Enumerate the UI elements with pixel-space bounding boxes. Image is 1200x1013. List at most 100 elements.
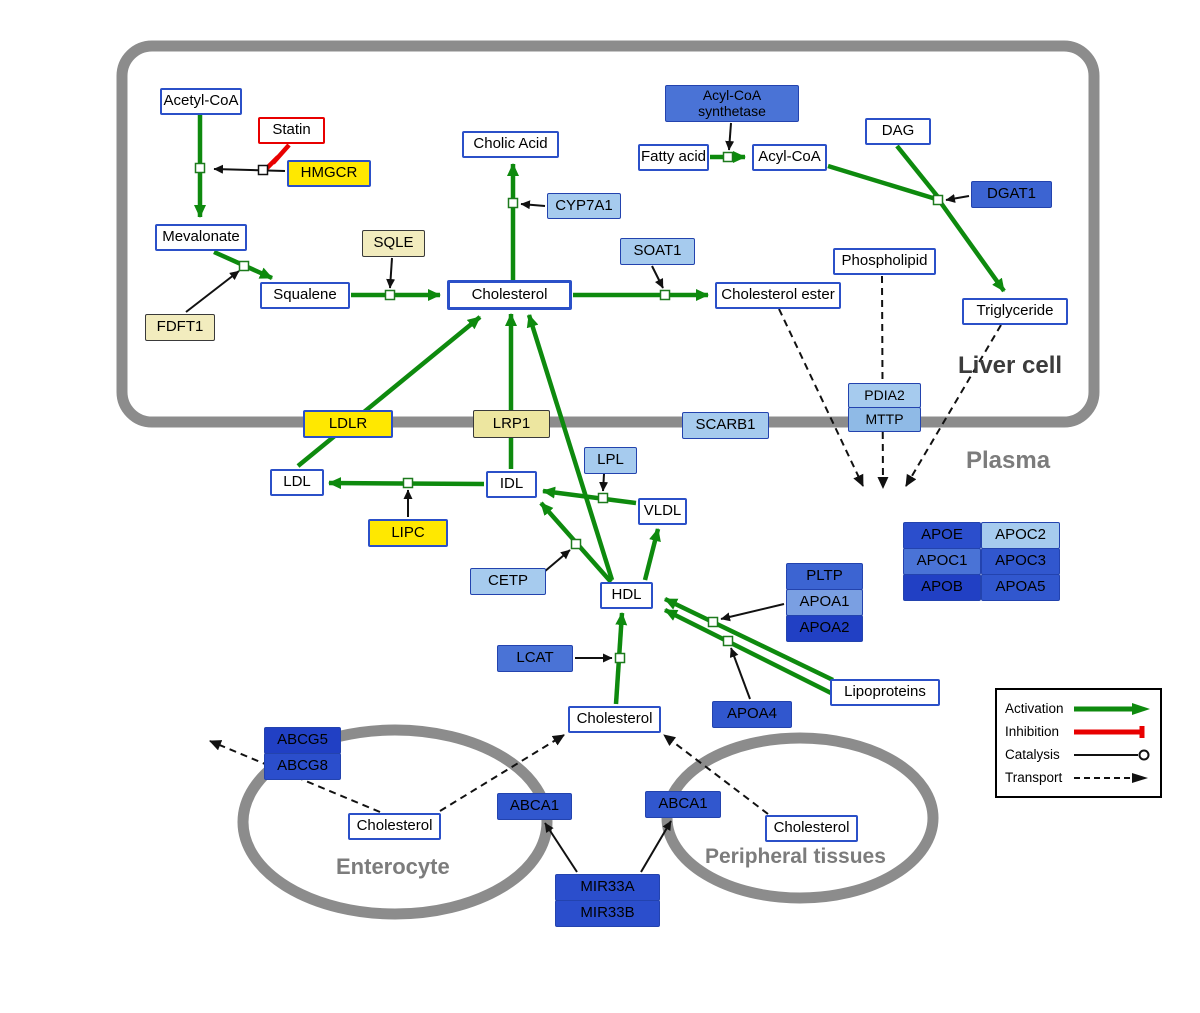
node-acetyl-coa[interactable]: Acetyl-CoA <box>160 88 242 115</box>
node-apoc1[interactable]: APOC1 <box>903 548 981 575</box>
transport-peripheral-abca1-to-plasma-cholesterol <box>663 734 769 815</box>
node-cetp[interactable]: CETP <box>470 568 546 595</box>
node-abcg8[interactable]: ABCG8 <box>264 753 341 780</box>
catalysis-apoa4 <box>729 647 751 700</box>
node-apoa5[interactable]: APOA5 <box>981 574 1060 601</box>
node-dag[interactable]: DAG <box>865 118 931 145</box>
catalysis-fdft1 <box>185 270 240 313</box>
peripheral-tissues-membrane <box>661 732 939 904</box>
node-cholesterol-ester[interactable]: Cholesterol ester <box>715 282 841 309</box>
node-ldlr[interactable]: LDLR <box>303 410 393 438</box>
legend: Activation Inhibition Catalysis Transpor… <box>995 688 1162 798</box>
catalysis-cetp <box>543 549 571 573</box>
node-apoa2[interactable]: APOA2 <box>786 615 863 642</box>
edge-hdl-to-vldl <box>642 528 661 581</box>
transport-cholesterolester-to-plasma <box>778 308 864 487</box>
node-lipc[interactable]: LIPC <box>368 519 448 547</box>
edge-mir33-to-abca1-peripheral <box>640 820 672 873</box>
enterocyte-label: Enterocyte <box>336 854 450 879</box>
node-mir33b[interactable]: MIR33B <box>555 900 660 927</box>
legend-row-transport: Transport <box>1005 766 1152 789</box>
node-cholesterol-plasma[interactable]: Cholesterol <box>568 706 661 733</box>
node-mttp[interactable]: MTTP <box>848 407 921 432</box>
membranes <box>116 40 1100 920</box>
peripheral-tissues-label: Peripheral tissues <box>705 845 886 868</box>
transport-phospholipid-to-plasma <box>877 275 889 489</box>
node-phospholipid[interactable]: Phospholipid <box>833 248 936 275</box>
node-pltp[interactable]: PLTP <box>786 563 863 590</box>
node-triglyceride[interactable]: Triglyceride <box>962 298 1068 325</box>
legend-catalysis-label: Catalysis <box>1005 747 1060 762</box>
node-lipoproteins[interactable]: Lipoproteins <box>830 679 940 706</box>
legend-transport-label: Transport <box>1005 770 1063 785</box>
node-abcg5[interactable]: ABCG5 <box>264 727 341 754</box>
node-apoe[interactable]: APOE <box>903 522 981 549</box>
edge-lipoproteins-to-hdl-lower <box>663 607 833 696</box>
edge-vldl-to-idl <box>542 486 637 506</box>
node-mevalonate[interactable]: Mevalonate <box>155 224 247 251</box>
catalysis-sqle <box>386 257 396 289</box>
edge-hdl-to-cholesterol <box>526 314 615 581</box>
reaction-lipoproteins-hdl-lower <box>722 635 734 647</box>
node-mir33a[interactable]: MIR33A <box>555 874 660 901</box>
node-statin[interactable]: Statin <box>258 117 325 144</box>
node-dgat1[interactable]: DGAT1 <box>971 181 1052 208</box>
catalysis-acylcoa-synthetase <box>725 122 735 151</box>
node-scarb1[interactable]: SCARB1 <box>682 412 769 439</box>
transport-dashed-arrow-icon <box>1074 772 1148 783</box>
node-acyl-coa-synthetase[interactable]: Acyl-CoA synthetase <box>665 85 799 122</box>
node-vldl[interactable]: VLDL <box>638 498 687 525</box>
node-cholic-acid[interactable]: Cholic Acid <box>462 131 559 158</box>
node-pdia2[interactable]: PDIA2 <box>848 383 921 408</box>
edge-lipoproteins-to-hdl-upper <box>664 596 834 683</box>
node-idl[interactable]: IDL <box>486 471 537 498</box>
reaction-hmgcr-anchor <box>257 164 269 176</box>
node-squalene[interactable]: Squalene <box>260 282 350 309</box>
node-fatty-acid[interactable]: Fatty acid <box>638 144 709 171</box>
reaction-cholesterol-hdl <box>614 652 626 664</box>
catalysis-lpl <box>599 473 609 492</box>
reaction-acetylcoa-mevalonate <box>194 162 206 174</box>
legend-row-activation: Activation <box>1005 697 1152 720</box>
enterocyte-membrane <box>237 724 553 920</box>
node-apoa1[interactable]: APOA1 <box>786 589 863 616</box>
legend-activation-label: Activation <box>1005 701 1064 716</box>
node-cholesterol-enterocyte[interactable]: Cholesterol <box>348 813 441 840</box>
node-lcat[interactable]: LCAT <box>497 645 573 672</box>
activation-arrow-icon <box>1074 702 1150 715</box>
catalysis-circle-icon <box>1074 749 1150 760</box>
reaction-cholesterol-cholicacid <box>507 197 519 209</box>
node-lpl[interactable]: LPL <box>584 447 637 474</box>
node-soat1[interactable]: SOAT1 <box>620 238 695 265</box>
node-hdl[interactable]: HDL <box>600 582 653 609</box>
node-ldl[interactable]: LDL <box>270 469 324 496</box>
node-abca1-enterocyte[interactable]: ABCA1 <box>497 793 572 820</box>
reaction-cholesterol-ester <box>659 289 671 301</box>
node-fdft1[interactable]: FDFT1 <box>145 314 215 341</box>
liver-cell-membrane <box>116 40 1100 428</box>
node-apoa4[interactable]: APOA4 <box>712 701 792 728</box>
node-abca1-peripheral[interactable]: ABCA1 <box>645 791 721 818</box>
legend-row-catalysis: Catalysis <box>1005 743 1152 766</box>
edge-junction-to-triglyceride <box>939 201 1006 293</box>
legend-row-inhibition: Inhibition <box>1005 720 1152 743</box>
catalysis-edges <box>185 122 970 873</box>
node-cholesterol-peripheral[interactable]: Cholesterol <box>765 815 858 842</box>
node-hmgcr[interactable]: HMGCR <box>287 160 371 187</box>
node-lrp1[interactable]: LRP1 <box>473 410 550 438</box>
node-sqle[interactable]: SQLE <box>362 230 425 257</box>
inhibition-edge-statin-hmgcr <box>264 143 291 171</box>
reaction-idl-ldl <box>402 477 414 489</box>
reaction-nodes <box>194 151 944 664</box>
reaction-mevalonate-squalene <box>238 260 250 272</box>
liver-cell-label: Liver cell <box>958 352 1063 379</box>
node-cholesterol-liver[interactable]: Cholesterol <box>447 280 572 310</box>
node-cyp7a1[interactable]: CYP7A1 <box>547 193 621 219</box>
node-apob[interactable]: APOB <box>903 574 981 601</box>
edge-acylcoa-to-junction <box>827 163 937 202</box>
node-apoc2[interactable]: APOC2 <box>981 522 1060 549</box>
node-apoc3[interactable]: APOC3 <box>981 548 1060 575</box>
reaction-triglyceride-junction <box>932 194 944 206</box>
node-acyl-coa[interactable]: Acyl-CoA <box>752 144 827 171</box>
transport-enterocyte-abca1-to-plasma-cholesterol <box>439 734 565 812</box>
